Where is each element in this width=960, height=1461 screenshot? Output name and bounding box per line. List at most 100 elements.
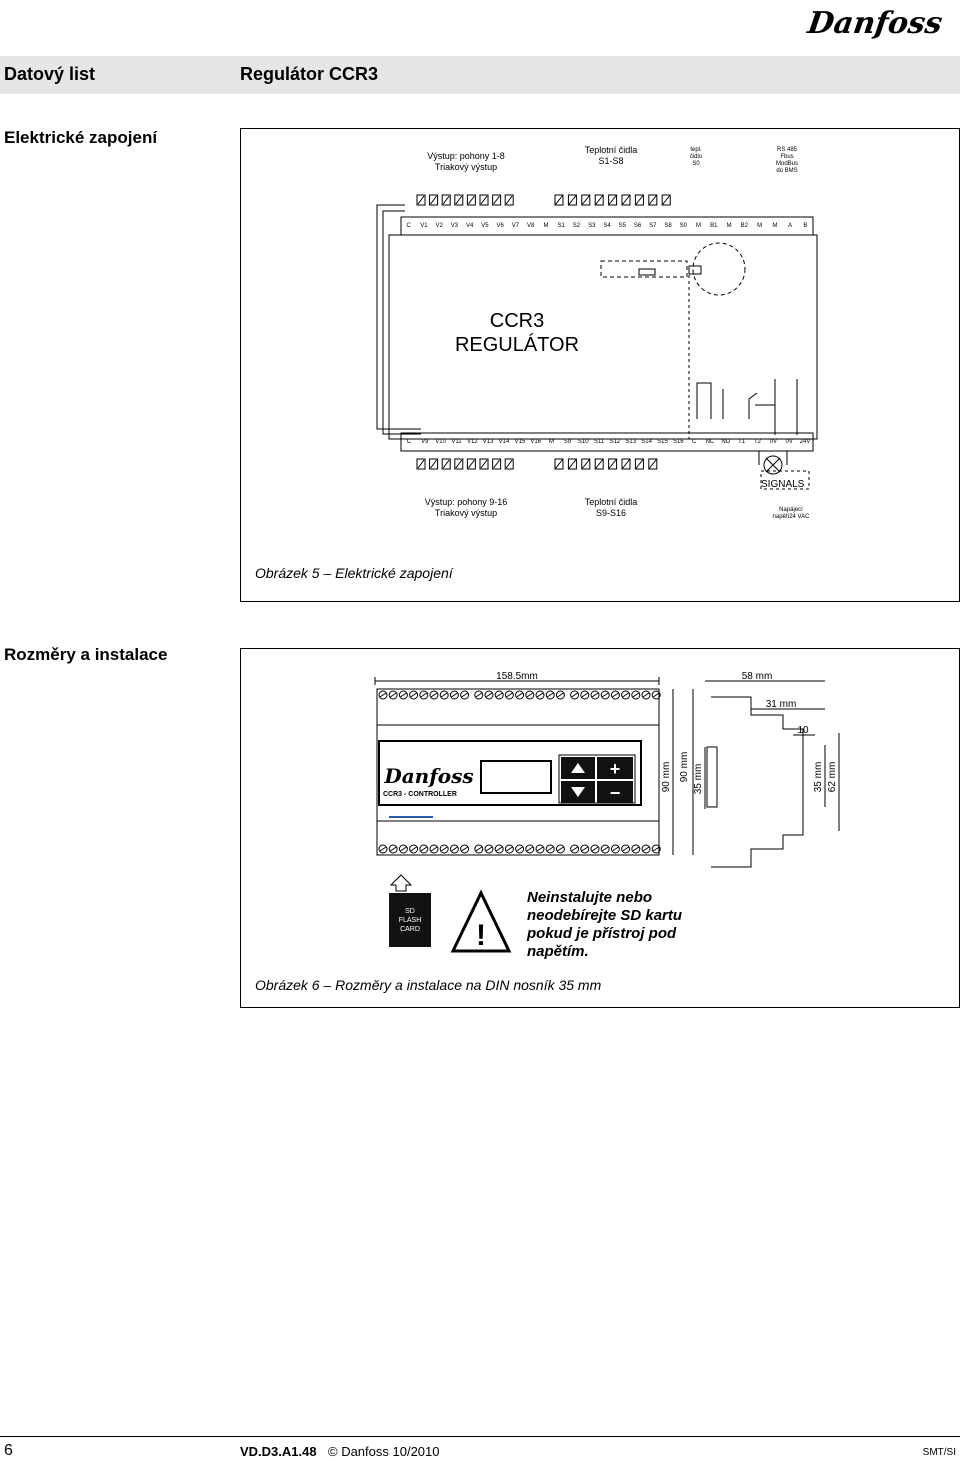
wiring-figure: Výstup: pohony 1-8 Triakový výstup Teplo… <box>240 128 960 602</box>
bottom-output-switch <box>466 458 476 470</box>
rs485-line3: ModBus <box>775 161 798 167</box>
top-sensor-line <box>554 194 564 206</box>
warning-line1: Neinstalujte nebo <box>527 889 653 906</box>
top-terminal: V8 <box>527 223 535 229</box>
top-outputs-label-line2: Triakový výstup <box>434 162 498 172</box>
top-screw-slot <box>516 692 523 698</box>
bottom-screw <box>610 844 620 854</box>
controller-name-line1: CCR3 <box>490 310 544 332</box>
bottom-screw-slot <box>506 846 513 852</box>
bottom-screw-slot <box>612 846 619 852</box>
top-output-switch <box>454 194 464 206</box>
dim-31: 31 mm <box>766 699 797 710</box>
top-screw-slot <box>591 692 599 698</box>
top-screw-slot <box>601 692 609 698</box>
header-product: Regulátor CCR3 <box>240 64 379 84</box>
top-screw-slot <box>420 692 428 698</box>
bottom-screw-slot <box>516 846 523 852</box>
bottom-sensor-line <box>648 458 658 470</box>
bottom-screw-slot <box>451 846 458 852</box>
warning-line4: napětím. <box>527 943 589 960</box>
bottom-sensor-symbols <box>554 458 658 470</box>
top-screw <box>535 690 545 700</box>
bottom-terminal: V16 <box>530 439 542 445</box>
down-arrow-icon <box>571 787 585 797</box>
power-line2: napětí24 VAC <box>772 514 810 520</box>
rs485-line1: RS 485 <box>776 147 797 153</box>
top-sensor <box>634 194 644 206</box>
top-terminal: V4 <box>465 223 474 229</box>
danfoss-logo-text: Danfoss <box>805 6 945 41</box>
bottom-output-switch <box>479 458 489 470</box>
bottom-terminal: NC <box>705 439 715 445</box>
top-sensor <box>594 194 604 206</box>
insert-arrow-icon <box>389 874 413 892</box>
bottom-screw <box>388 844 398 854</box>
top-screw-slot <box>440 692 448 698</box>
bottom-screw-slot <box>485 846 493 852</box>
bottom-sensors-line2: S9-S16 <box>595 508 627 518</box>
bottom-output-switch-line <box>493 459 501 469</box>
bottom-sensor-line <box>621 458 631 470</box>
controller-outline <box>388 234 818 440</box>
bottom-screw-slot <box>440 846 448 852</box>
top-output-switch-line <box>442 195 450 205</box>
bottom-terminal: T2 <box>754 439 762 445</box>
section-title-dimensions: Rozměry a instalace <box>4 645 168 664</box>
top-output-switch <box>441 194 451 206</box>
figure6-caption: Obrázek 6 – Rozměry a instalace na DIN n… <box>255 977 602 993</box>
warning-symbol: ! <box>476 919 486 952</box>
top-screw-slot <box>495 692 503 698</box>
top-screw-slot <box>536 692 544 698</box>
top-screw <box>398 690 408 700</box>
top-terminal: S4 <box>603 223 611 229</box>
warning-line2: neodebírejte SD kartu <box>527 907 683 924</box>
bottom-output-switch-line <box>505 459 513 469</box>
sd-slot-outline <box>600 260 688 278</box>
bottom-terminal: C <box>406 439 412 445</box>
bottom-sensor-line <box>554 458 564 470</box>
top-terminal: C <box>406 223 411 229</box>
top-screw-slot <box>557 692 564 698</box>
sensor-s0-line1: tepl. <box>690 147 702 153</box>
top-sensor-line <box>648 194 658 206</box>
top-terminal: S2 <box>572 223 581 229</box>
bottom-sensor <box>608 458 618 470</box>
dim-90-front: 90 mm <box>661 762 672 793</box>
dimensions-drawing: 158.5mm + − Danfoss CCR3 - CONTROLLER 90… <box>374 671 840 953</box>
top-sensor-line <box>594 194 604 206</box>
bottom-screw <box>474 844 484 854</box>
bottom-screw <box>419 844 429 854</box>
top-terminal: S6 <box>633 223 642 229</box>
bottom-screw-slot <box>581 846 589 852</box>
bottom-output-switch <box>441 458 451 470</box>
bottom-terminal: S14 <box>641 439 652 445</box>
top-screw <box>545 690 555 700</box>
bottom-screw-slot <box>571 846 578 852</box>
top-output-switch <box>504 194 514 206</box>
top-screw-slot <box>612 692 619 698</box>
bottom-terminal: S13 <box>625 439 637 445</box>
top-terminal: M <box>543 223 549 229</box>
warning-text: Neinstalujte nebo neodebírejte SD kartu … <box>527 889 682 961</box>
top-screw-slot <box>652 692 660 698</box>
doc-code: VD.D3.A1.48 <box>240 1444 317 1459</box>
top-screw-slot <box>632 692 640 698</box>
top-output-switch-line <box>467 195 475 205</box>
top-screw-slot <box>389 692 397 698</box>
top-output-switch-line <box>430 195 438 205</box>
top-screw <box>580 690 590 700</box>
top-screw <box>409 690 419 700</box>
sd-card-line2: FLASH <box>399 917 422 924</box>
top-screw <box>651 690 661 700</box>
top-terminal: B1 <box>710 223 718 229</box>
top-screw <box>590 690 600 700</box>
dim-35-right: 35 mm <box>813 762 824 793</box>
top-screw <box>515 690 525 700</box>
bottom-screw <box>555 844 565 854</box>
bottom-screw-slot <box>430 846 438 852</box>
sensor-s0-label: tepl. čidlo S0 <box>681 147 711 168</box>
bottom-screw <box>449 844 459 854</box>
bottom-sensor <box>581 458 591 470</box>
top-screw-slot <box>546 692 554 698</box>
